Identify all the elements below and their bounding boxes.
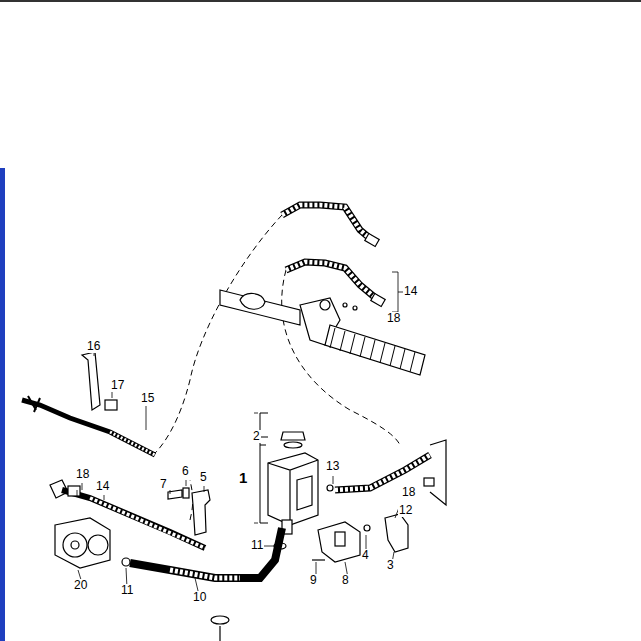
callout-number: 14 bbox=[95, 480, 110, 493]
callout-number: 20 bbox=[73, 579, 88, 592]
callout-number: 12 bbox=[398, 504, 413, 517]
callout-number: 2 bbox=[252, 430, 261, 443]
callout-number: 5 bbox=[199, 471, 208, 484]
callout-number: 18 bbox=[386, 312, 401, 325]
callout-number: 14 bbox=[403, 285, 418, 298]
callout-number: 18 bbox=[401, 486, 416, 499]
callout-number: 11 bbox=[120, 584, 134, 597]
callout-number: 11 bbox=[250, 539, 264, 552]
callout-number: 9 bbox=[309, 574, 318, 587]
callout-number: 7 bbox=[159, 478, 168, 491]
callout-number: 6 bbox=[181, 465, 190, 478]
callout-number: 8 bbox=[341, 574, 350, 587]
callout-number: 16 bbox=[86, 340, 101, 353]
callout-number: 17 bbox=[110, 379, 125, 392]
callout-number: 15 bbox=[140, 392, 155, 405]
callout-number: 3 bbox=[386, 559, 395, 572]
callout-number: 1 bbox=[238, 470, 248, 486]
callout-number: 10 bbox=[192, 591, 207, 604]
callout-number: 4 bbox=[361, 549, 370, 562]
callout-number: 18 bbox=[75, 468, 90, 481]
callout-number: 13 bbox=[325, 460, 340, 473]
